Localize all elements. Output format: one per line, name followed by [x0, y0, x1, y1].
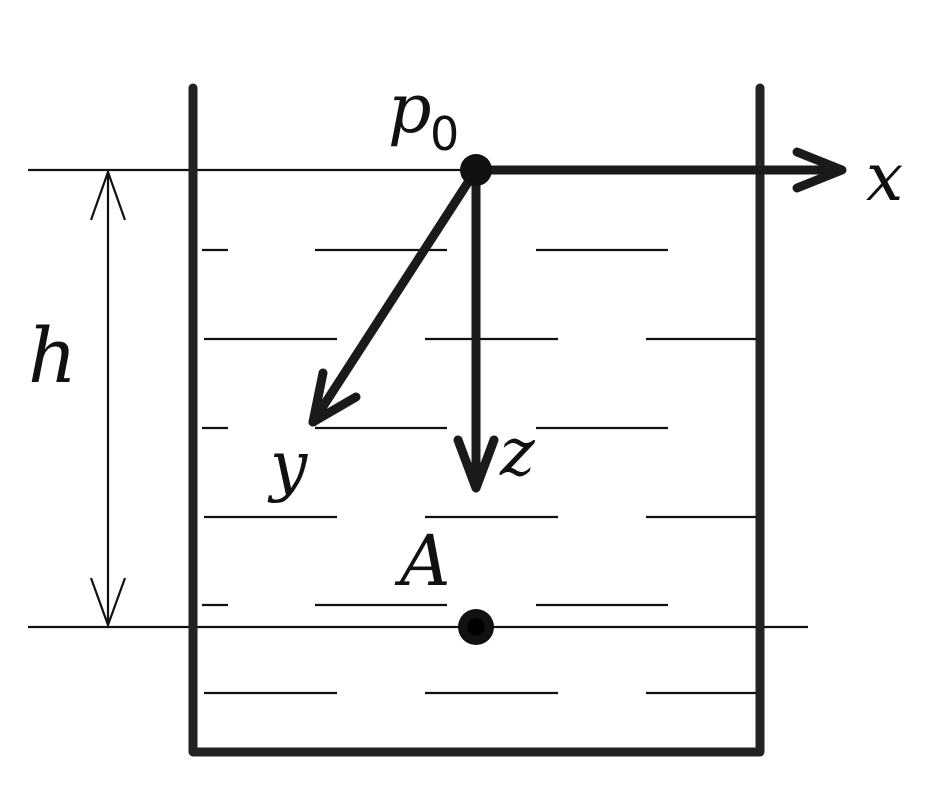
x-axis-label: x — [866, 139, 903, 216]
origin-point — [460, 154, 492, 186]
pressure-label: p — [388, 70, 432, 149]
liquid-hatching — [202, 248, 758, 695]
point-a-core — [467, 618, 485, 636]
depth-label: h — [28, 311, 77, 400]
pressure-subscript: 0 — [430, 107, 459, 161]
container-walls — [188, 83, 765, 757]
depth-dimension — [89, 168, 127, 629]
z-axis-arrow — [453, 165, 499, 493]
y-axis-arrow — [308, 165, 481, 427]
x-axis-arrow — [471, 147, 847, 193]
z-axis-label: z — [499, 414, 536, 491]
y-axis-label: y — [267, 427, 308, 504]
point-a-label: A — [394, 520, 451, 602]
